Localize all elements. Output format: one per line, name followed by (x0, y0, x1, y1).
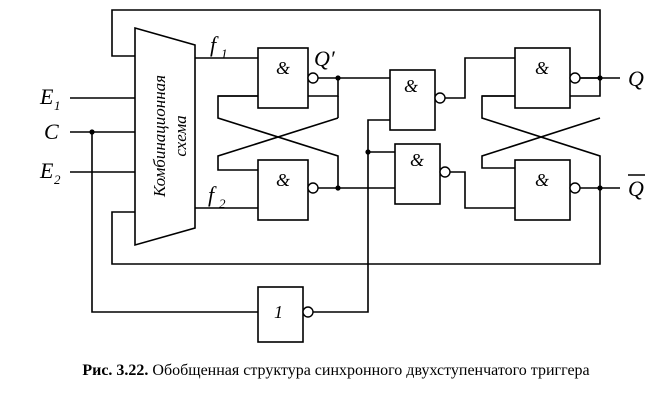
master-cross-wire-4 (217, 117, 339, 171)
q-output-junction (597, 75, 603, 81)
figure-caption-text: Обобщенная структура синхронного двухсту… (148, 362, 590, 379)
slave-input-top-bubble (434, 92, 446, 104)
slave-cross-wire-bottom (481, 117, 601, 169)
slave-bottom-inversion-bubble (569, 182, 581, 194)
figure-number: Рис. 3.22. (82, 362, 149, 379)
block-label-line1: Комбинационная (150, 75, 169, 198)
q-prime-label: Q′ (314, 46, 336, 71)
inverter-output-bubble (302, 306, 314, 318)
slave-input-bottom-gate-symbol: & (410, 150, 424, 170)
master-top-inversion-bubble (307, 72, 319, 84)
slave-input-and-gate-bottom (394, 143, 441, 205)
e2-label: E (39, 158, 54, 183)
slave-input-and-gate-top (389, 69, 436, 131)
block-label-line2: схема (171, 115, 190, 156)
f1-subscript: 1 (221, 46, 228, 61)
figure-caption: Рис. 3.22. Обобщенная структура синхронн… (0, 362, 672, 380)
feedback-wire-bottom (111, 188, 601, 265)
q-bar-output-junction (597, 185, 603, 191)
c-to-inverter-wire (91, 132, 258, 313)
inverter-gate-symbol: 1 (274, 302, 283, 322)
f1-label: f (210, 32, 219, 57)
slave-input-top-gate-symbol: & (404, 76, 418, 96)
combinational-circuit-block (134, 26, 196, 247)
e1-label: E (39, 84, 54, 109)
q-bar-output-label: Q (628, 176, 644, 201)
feedback-wire-top (111, 9, 601, 78)
slave-reset-wire (450, 171, 515, 209)
e2-subscript: 2 (54, 172, 61, 187)
slave-input-bottom-bubble (439, 166, 451, 178)
inverted-clock-wire (313, 119, 390, 313)
master-and-gate-bottom (257, 159, 309, 221)
q-output-label: Q (628, 66, 644, 91)
slave-set-wire (445, 57, 515, 99)
master-bottom-gate-symbol: & (276, 170, 290, 190)
c-label: C (44, 119, 59, 144)
master-and-gate-top (257, 47, 309, 109)
slave-top-inversion-bubble (569, 72, 581, 84)
e1-subscript: 1 (54, 98, 61, 113)
master-top-gate-symbol: & (276, 58, 290, 78)
slave-bottom-gate-symbol: & (535, 170, 549, 190)
master-bottom-inversion-bubble (307, 182, 319, 194)
slave-top-gate-symbol: & (535, 58, 549, 78)
slave-and-gate-top (514, 47, 571, 109)
f2-subscript: 2 (219, 196, 226, 211)
slave-and-gate-bottom (514, 159, 571, 221)
f2-label: f (208, 182, 217, 207)
